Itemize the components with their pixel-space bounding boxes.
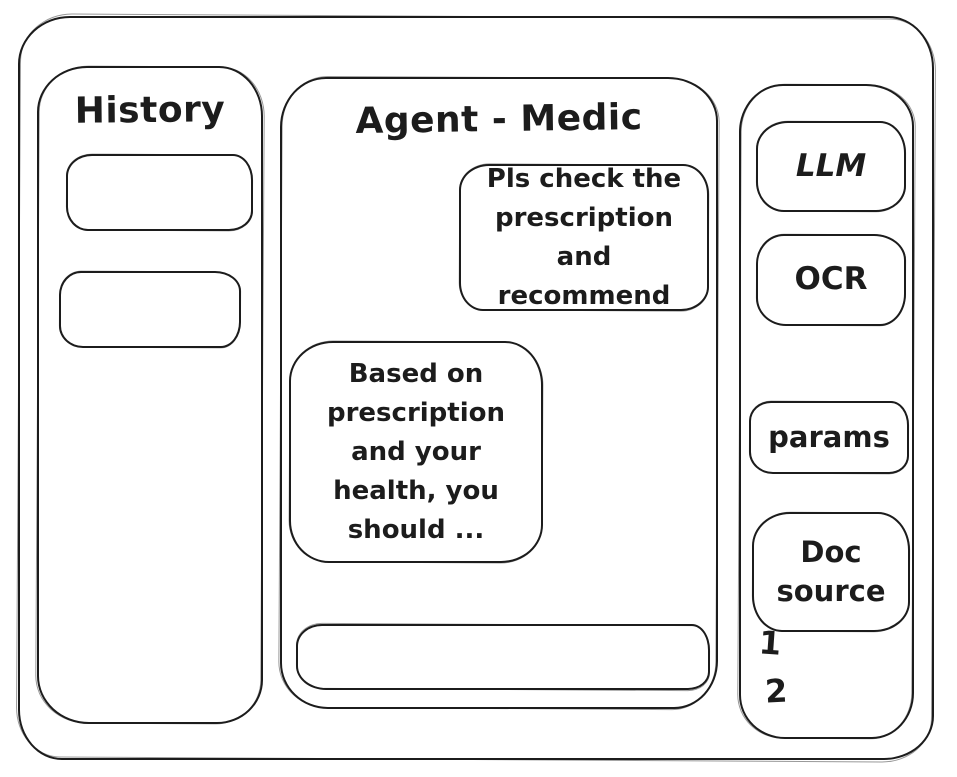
tools-sidebar: LLM OCR params Doc source 1 2 <box>739 84 914 739</box>
ocr-button[interactable]: OCR <box>756 234 906 326</box>
history-item[interactable] <box>59 271 241 348</box>
doc-source-item[interactable]: 2 <box>764 671 789 711</box>
history-sidebar: History <box>37 66 263 724</box>
app-frame: History Agent - Medic Pls check the pres… <box>18 16 934 760</box>
user-message-bubble: Pls check the prescription and recommend <box>459 164 709 311</box>
history-title: History <box>74 89 226 132</box>
chat-panel: Agent - Medic Pls check the prescription… <box>280 77 718 709</box>
chat-input[interactable] <box>296 624 710 690</box>
assistant-message-bubble: Based on prescription and your health, y… <box>289 341 543 563</box>
llm-button[interactable]: LLM <box>756 121 906 212</box>
chat-title: Agent - Medic <box>355 96 643 143</box>
doc-source-button[interactable]: Doc source <box>752 512 910 632</box>
params-button[interactable]: params <box>749 401 909 474</box>
doc-source-item[interactable]: 1 <box>757 623 783 663</box>
chat-input-field[interactable] <box>312 630 694 684</box>
history-item[interactable] <box>66 154 253 231</box>
